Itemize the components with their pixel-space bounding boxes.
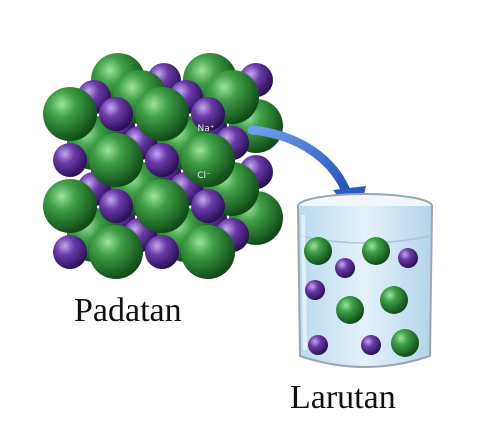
dissolved-chloride-ion xyxy=(380,286,408,314)
glass-highlight xyxy=(301,214,307,351)
sodium-ion xyxy=(53,235,87,269)
sodium-ion xyxy=(53,143,87,177)
sodium-ion-label: Na⁺ xyxy=(198,124,215,134)
chloride-ion xyxy=(89,133,143,187)
solid-label: Padatan xyxy=(74,292,182,329)
dissolved-sodium-ion xyxy=(398,248,418,268)
dissolved-chloride-ion xyxy=(304,237,332,265)
dissolved-sodium-ion xyxy=(305,280,325,300)
solution-label: Larutan xyxy=(290,379,396,416)
chloride-ion xyxy=(135,179,189,233)
dissolved-sodium-ion xyxy=(335,258,355,278)
sodium-ion xyxy=(145,143,179,177)
sodium-ion xyxy=(191,189,225,223)
sodium-ion xyxy=(145,235,179,269)
chloride-ion xyxy=(181,133,235,187)
chloride-ion xyxy=(43,87,97,141)
chloride-ion xyxy=(89,225,143,279)
beaker-water xyxy=(297,205,433,368)
nacl-crystal-lattice: Na⁺ Cl⁻ xyxy=(43,53,283,279)
chloride-ion xyxy=(135,87,189,141)
dissolved-sodium-ion xyxy=(361,335,381,355)
dissolved-chloride-ion xyxy=(362,237,390,265)
dissolved-ions xyxy=(304,237,419,357)
chloride-ion-label: Cl⁻ xyxy=(197,171,211,181)
dissolved-chloride-ion xyxy=(336,296,364,324)
sodium-ion xyxy=(191,97,225,131)
beaker xyxy=(297,193,433,368)
sodium-ion xyxy=(99,189,133,223)
chloride-ion xyxy=(181,225,235,279)
dissolved-sodium-ion xyxy=(308,335,328,355)
dissolved-chloride-ion xyxy=(391,329,419,357)
chloride-ion xyxy=(43,179,97,233)
sodium-ion xyxy=(99,97,133,131)
